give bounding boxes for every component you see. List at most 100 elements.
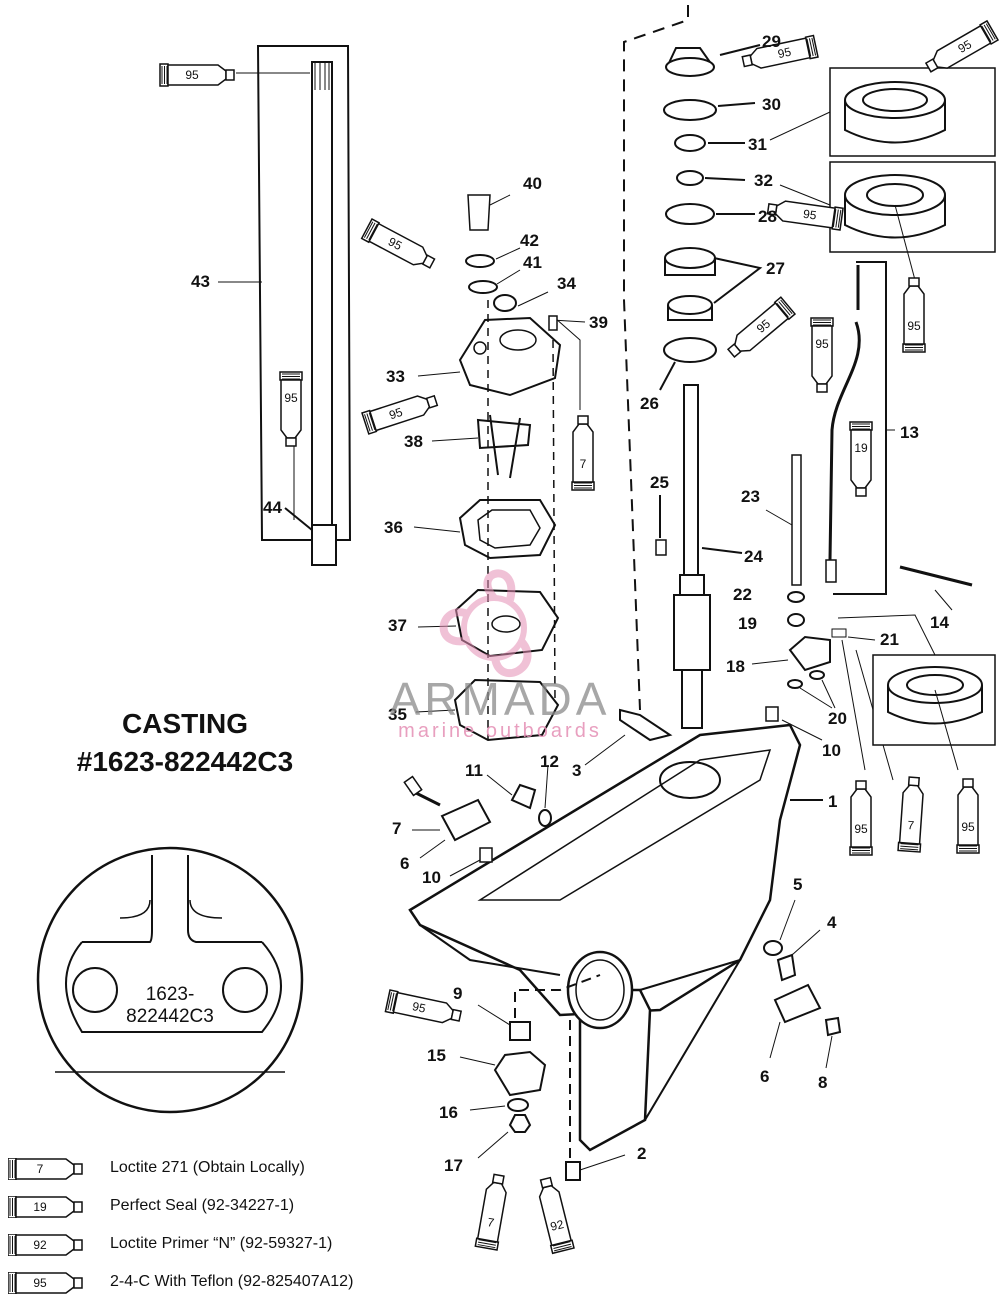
part-callout: 38: [404, 432, 423, 451]
tube-95: 95: [810, 317, 834, 393]
part-callout: 43: [191, 272, 210, 291]
svg-text:95: 95: [185, 68, 199, 82]
part-callout: 18: [726, 657, 745, 676]
part-callout: 30: [762, 95, 781, 114]
part-callout: 6: [400, 854, 409, 873]
casting-detail-line2: 822442C3: [126, 1006, 214, 1027]
part-callout: 2: [637, 1144, 646, 1163]
casting-detail: 1623- 822442C3: [36, 846, 304, 1114]
svg-text:95: 95: [961, 820, 975, 834]
tube-7: 7: [474, 1172, 511, 1251]
part-callout: 28: [758, 207, 777, 226]
tube-95: 95: [360, 218, 439, 274]
tube-7: 7: [571, 415, 595, 491]
part-callout: 22: [733, 585, 752, 604]
part-callout: 36: [384, 518, 403, 537]
part-callout: 12: [540, 752, 559, 771]
tube-95: 95: [723, 296, 796, 363]
svg-text:19: 19: [33, 1200, 47, 1214]
part-callout: 6: [760, 1067, 769, 1086]
part-callout: 16: [439, 1103, 458, 1122]
casting-title: CASTING #1623-822442C3: [20, 705, 350, 781]
tube-95: 95: [279, 371, 303, 447]
loose-parts: [403, 706, 842, 1181]
part-callout: 15: [427, 1046, 446, 1065]
driveshaft-stack: [623, 5, 763, 729]
sealant-legend: 7 Loctite 271 (Obtain Locally) 19 Perfec…: [8, 1154, 428, 1306]
part-callout: 35: [388, 705, 407, 724]
legend-text: Loctite 271 (Obtain Locally): [110, 1159, 305, 1176]
svg-text:95: 95: [802, 207, 817, 223]
svg-text:7: 7: [486, 1215, 495, 1230]
part-callout: 26: [640, 394, 659, 413]
part-callout: 37: [388, 616, 407, 635]
part-callout: 1: [828, 792, 837, 811]
tube-95: 95: [765, 197, 844, 231]
part-callout: 19: [738, 614, 757, 633]
watermark-brand: ARMADA: [389, 673, 611, 725]
part-callout: 14: [930, 613, 949, 632]
svg-text:95: 95: [33, 1276, 47, 1290]
casting-detail-line1: 1623-: [146, 984, 195, 1005]
part-callout: 13: [900, 423, 919, 442]
svg-text:95: 95: [854, 822, 868, 836]
tube-95: 95: [956, 778, 980, 854]
part-callout: 23: [741, 487, 760, 506]
svg-text:95: 95: [907, 319, 921, 333]
part-callout: 4: [827, 913, 837, 932]
svg-text:92: 92: [33, 1238, 47, 1252]
tube-icon: 7: [8, 1158, 83, 1180]
part-callout: 33: [386, 367, 405, 386]
tube-95: 95: [384, 989, 464, 1028]
svg-text:19: 19: [854, 441, 868, 455]
part-callout: 17: [444, 1156, 463, 1175]
watermark: ARMADA marine outboards: [340, 672, 660, 743]
legend-item: 92 Loctite Primer “N” (92-59327-1): [8, 1230, 428, 1268]
svg-text:95: 95: [956, 37, 975, 56]
part-callout: 10: [422, 868, 441, 887]
tube-95: 95: [159, 63, 235, 87]
bearing-insets: [769, 67, 996, 771]
tube-95: 95: [740, 34, 819, 74]
part-callout: 44: [263, 498, 282, 517]
part-callout: 27: [766, 259, 785, 278]
part-callout: 25: [650, 473, 669, 492]
casting-title-line1: CASTING: [122, 708, 248, 739]
part-callout: 7: [392, 819, 401, 838]
tube-icon: 95: [8, 1272, 83, 1294]
part-callout: 40: [523, 174, 542, 193]
water-pump-assembly: [413, 194, 586, 742]
tube-95: 95: [361, 389, 440, 435]
part-callout: 20: [828, 709, 847, 728]
svg-text:7: 7: [907, 818, 915, 832]
part-callout: 29: [762, 32, 781, 51]
legend-item: 95 2-4-C With Teflon (92-825407A12): [8, 1268, 428, 1306]
svg-text:7: 7: [37, 1162, 44, 1176]
tube-19: 19: [849, 421, 873, 497]
part-callout: 31: [748, 135, 767, 154]
part-callout: 3: [572, 761, 581, 780]
part-callout: 32: [754, 171, 773, 190]
tube-92: 92: [534, 1175, 575, 1255]
legend-text: 2-4-C With Teflon (92-825407A12): [110, 1273, 354, 1290]
part-callout: 42: [520, 231, 539, 250]
part-callout: 11: [465, 761, 483, 780]
svg-text:95: 95: [815, 337, 829, 351]
part-callout: 10: [822, 741, 841, 760]
part-callout: 21: [880, 630, 899, 649]
part-callout: 24: [744, 547, 763, 566]
svg-text:95: 95: [284, 391, 298, 405]
svg-text:95: 95: [386, 234, 405, 253]
tube-95: 95: [902, 277, 926, 353]
part-callout: 39: [589, 313, 608, 332]
casting-title-line2: #1623-822442C3: [76, 746, 294, 777]
part-callout: 34: [557, 274, 576, 293]
part-callouts: 1 2 3 4 5 6 6 7 8 9 10 10 11 12 13 14 15…: [191, 32, 949, 1175]
tube-95: 95: [849, 780, 873, 856]
legend-text: Loctite Primer “N” (92-59327-1): [110, 1235, 333, 1252]
part-callout: 8: [818, 1073, 827, 1092]
svg-text:7: 7: [580, 457, 587, 471]
svg-text:95: 95: [411, 999, 427, 1016]
svg-text:95: 95: [776, 45, 792, 62]
